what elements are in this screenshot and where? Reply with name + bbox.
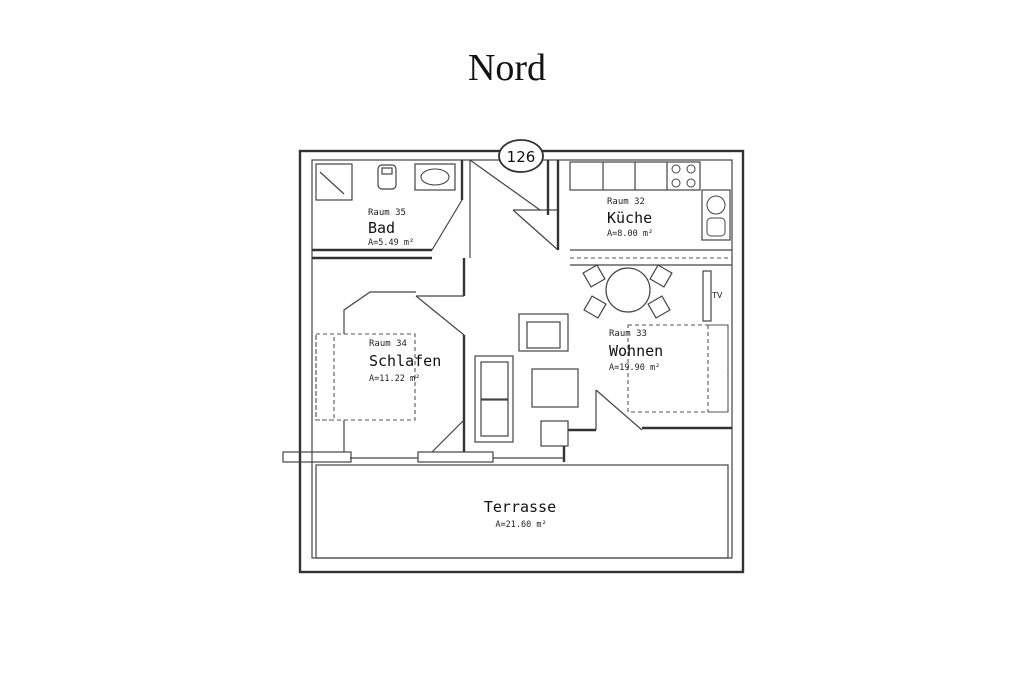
dining-set [582,264,673,319]
terrace-area: A=21.60 m² [495,520,546,530]
room-name: Schlafen [369,352,441,370]
room-area: A=11.22 m² [369,374,420,384]
room-number: Raum 33 [609,329,647,339]
room-number: Raum 34 [369,339,407,349]
room-label-schlafen: Raum 34 Schlafen A=11.22 m² [369,339,441,384]
coffee-table [531,368,579,408]
shower-tray [315,163,353,201]
washbasin [414,163,456,191]
room-name: Bad [368,219,395,237]
living-furniture [474,313,729,447]
bed [315,333,416,421]
side-table [540,420,569,447]
tv-label: TV [711,291,723,300]
stove [671,164,696,188]
interior-walls [312,159,732,462]
room-label-bad: Raum 35 Bad A=5.49 m² [368,208,414,248]
room-area: A=8.00 m² [607,229,653,239]
tv-cabinet: TV [702,270,723,322]
orientation-title: Nord [468,47,546,89]
room-name: Wohnen [609,342,663,360]
dining-table [605,267,651,313]
unit-number-badge: 126 [498,139,544,173]
room-name: Küche [607,209,652,227]
room-label-wohnen: Raum 33 Wohnen A=19.90 m² [609,329,663,373]
kitchen-sink [701,189,731,241]
terrace-name: Terrasse [484,498,556,516]
wardrobe-outline [343,291,416,334]
room-label-kueche: Raum 32 Küche A=8.00 m² [607,197,653,239]
kitchen-fixtures [569,161,731,241]
room-number: Raum 32 [607,197,645,207]
bathroom-fixtures [315,163,456,201]
room-area: A=19.90 m² [609,363,660,373]
bedroom-furniture [315,291,416,452]
terrace-label: Terrasse A=21.60 m² [484,498,556,530]
unit-number: 126 [507,148,536,166]
room-number: Raum 35 [368,208,406,218]
room-area: A=5.49 m² [368,238,414,248]
